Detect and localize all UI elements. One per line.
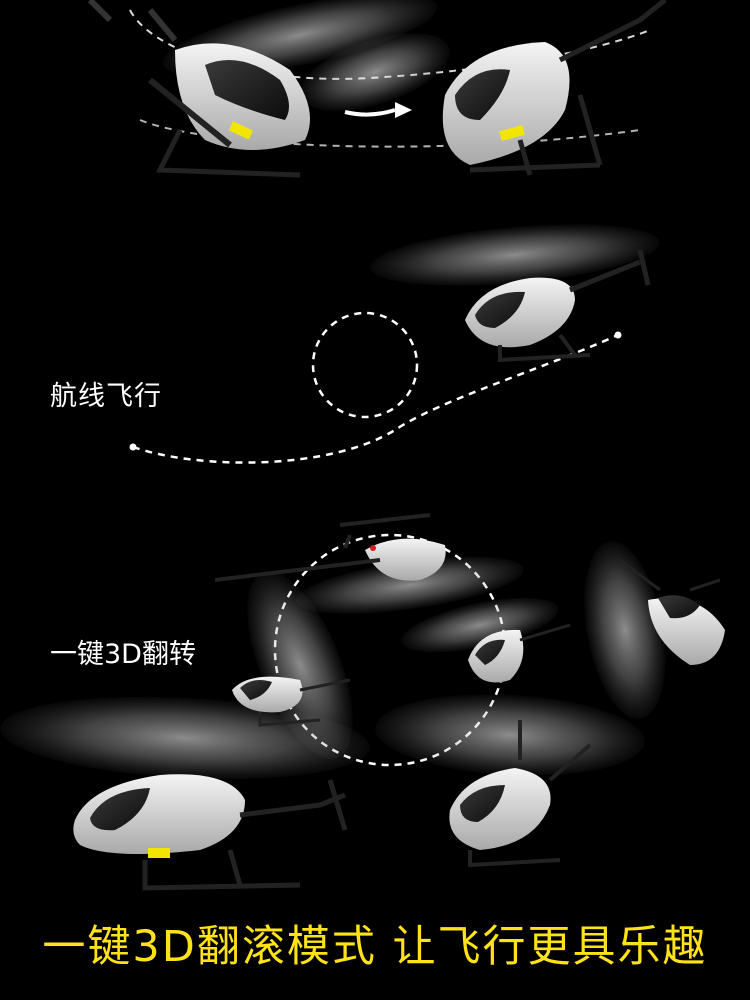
- upright-helicopter-top: [442, 0, 667, 176]
- flip-rotor-blur-4: [584, 541, 666, 719]
- route-start-dot: [129, 443, 137, 451]
- flip-rotor-blur-2: [247, 571, 353, 759]
- flip-rotor-blur-3: [401, 597, 559, 653]
- flip-3d-illustration: [0, 513, 725, 891]
- flip-helicopter-middle: [468, 623, 571, 683]
- route-helicopter: [465, 249, 651, 363]
- flip-helicopter-foreground: [73, 774, 348, 891]
- flip-helicopter-small-left: [232, 676, 351, 727]
- flip-helicopter-inverted: [214, 513, 446, 582]
- top-dashed-arc: [129, 9, 651, 80]
- transition-arrow-icon: [344, 108, 396, 117]
- route-loop-path: [311, 311, 419, 419]
- upside-down-helicopter: [87, 0, 310, 178]
- route-rotor-blur: [370, 224, 660, 286]
- feature-headline: 一键3D翻滚模式 让飞行更具乐趣: [42, 922, 708, 972]
- flip-rotor-blur-1: [296, 556, 524, 614]
- flip-helicopter-right-tilted: [619, 558, 725, 665]
- route-flight-path: [132, 333, 619, 464]
- route-flight-label: 航线飞行: [50, 381, 162, 412]
- flip-3d-label: 一键3D翻转: [50, 639, 196, 670]
- flip-rotor-blur-6: [0, 696, 370, 780]
- top-rotor-blur-right: [300, 33, 450, 111]
- top-helicopter-pair: [87, 0, 667, 178]
- route-flight-illustration: [129, 224, 660, 464]
- route-end-dot: [614, 331, 622, 339]
- flip-helicopter-lower-right: [449, 720, 592, 868]
- flip-rotor-blur-5: [375, 694, 645, 776]
